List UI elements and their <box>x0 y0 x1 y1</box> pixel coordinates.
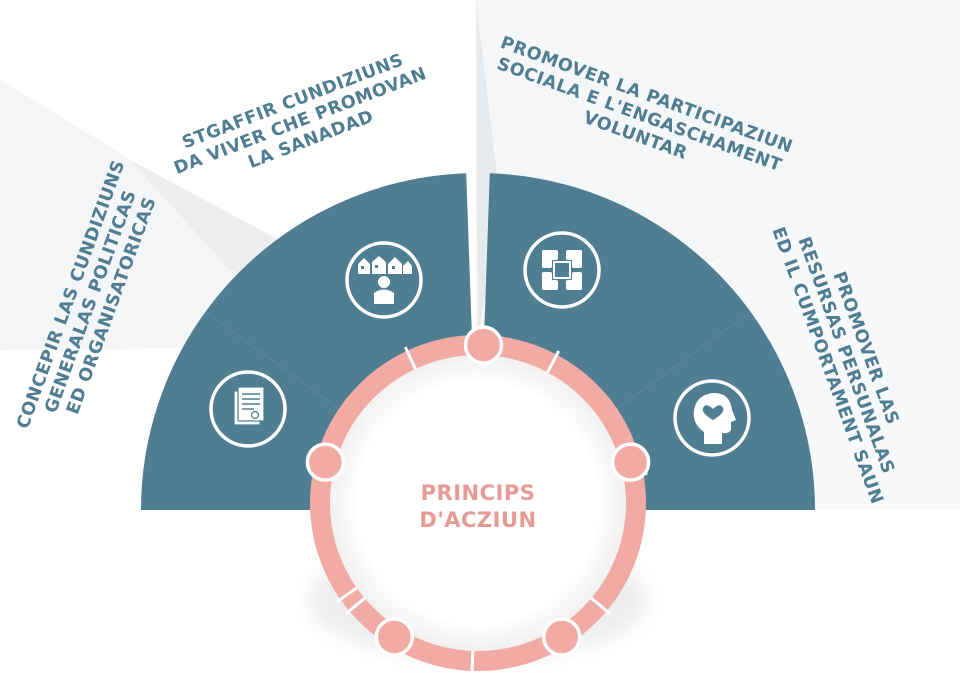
community-icon <box>345 241 423 319</box>
center-ring: PRINCIPS D'ACZIUN <box>305 325 651 673</box>
ring-gap <box>336 584 361 603</box>
ring-dot <box>305 442 346 482</box>
ring-dot <box>463 325 504 365</box>
ring-gap <box>470 647 475 673</box>
ring-dot <box>541 617 582 657</box>
icons <box>209 231 751 457</box>
center-title: PRINCIPS <box>421 481 536 505</box>
ring-dot <box>610 442 651 482</box>
ring-gap <box>544 350 561 376</box>
center-subtitle: D'ACZIUN <box>419 508 536 532</box>
document-icon <box>209 370 287 448</box>
ring-gap <box>345 595 368 615</box>
ring-gap <box>588 595 611 615</box>
hands-icon <box>523 231 601 309</box>
ring-dot <box>374 617 415 657</box>
ring-gap <box>403 346 419 373</box>
head-heart-icon <box>673 379 751 457</box>
